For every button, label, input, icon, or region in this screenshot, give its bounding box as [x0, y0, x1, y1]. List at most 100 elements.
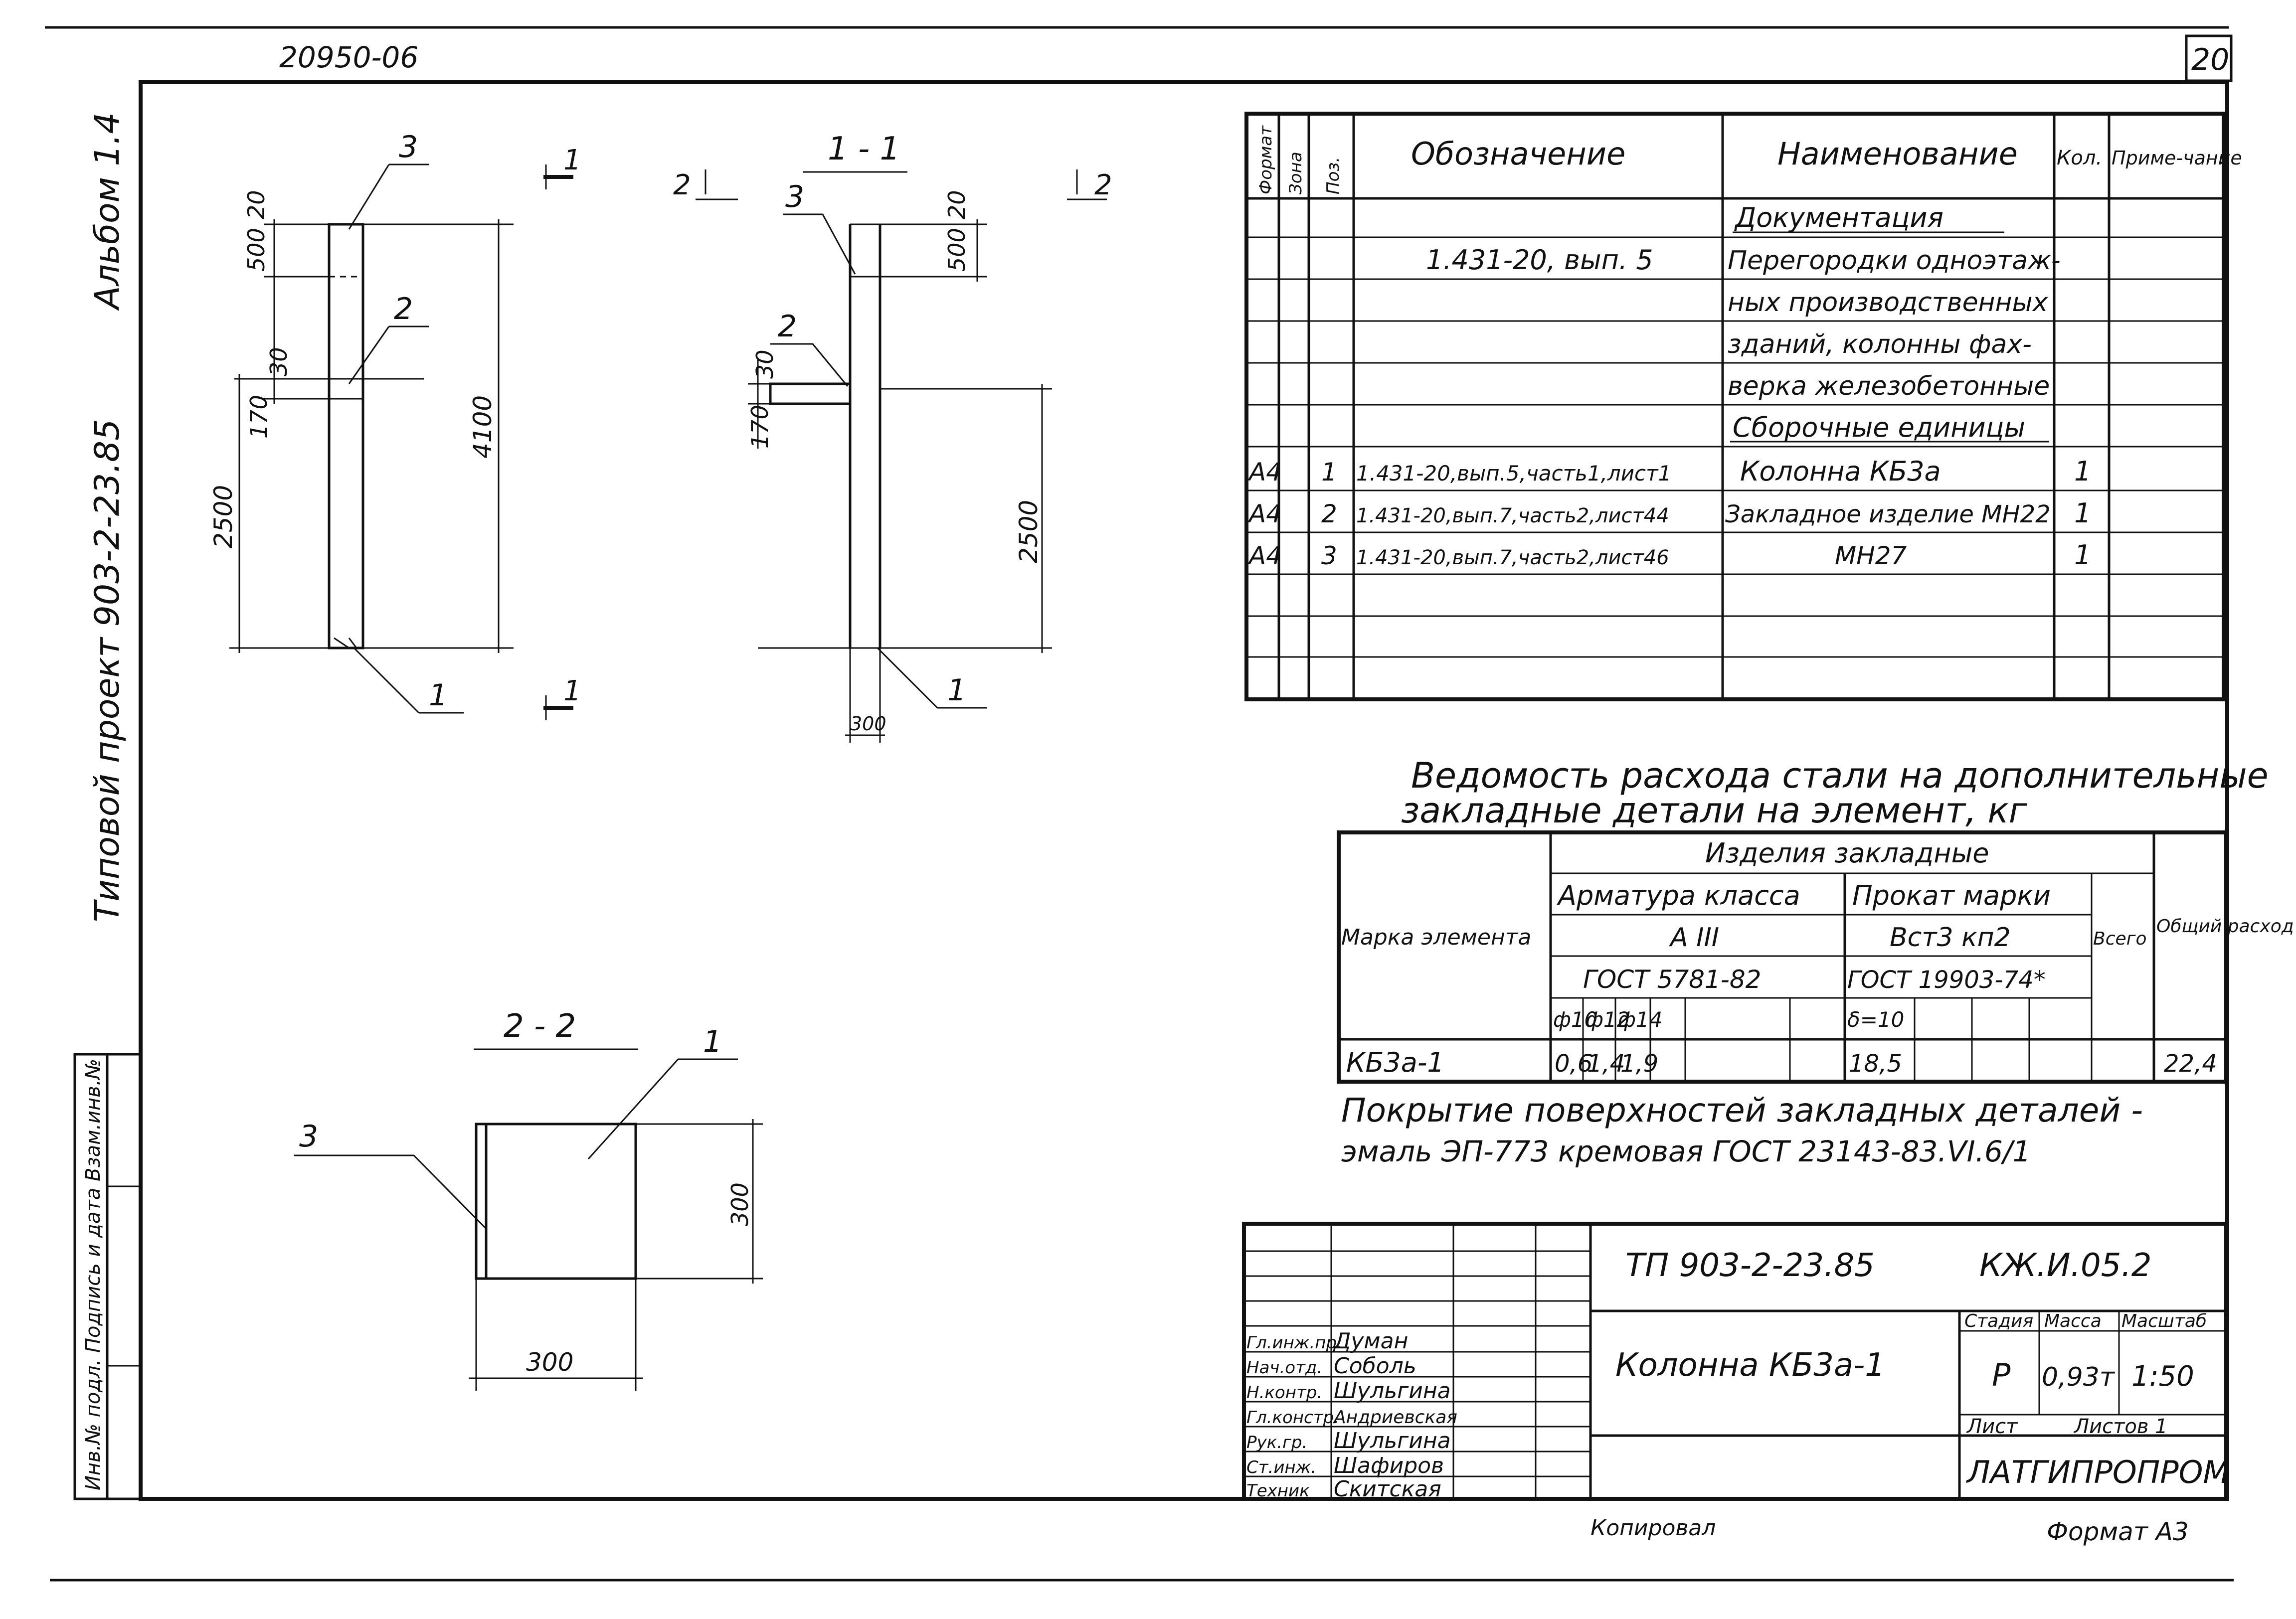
steel-value-total: 22,4: [2164, 1050, 2217, 1078]
staff-name: Шульгина: [1334, 1428, 1451, 1454]
title-mass-value: 0,93т: [2042, 1362, 2116, 1392]
title-sheet-code: КЖ.И.05.2: [1979, 1247, 2151, 1284]
spec-row-qty: 1: [2074, 497, 2091, 529]
steel-row-mark: КБ3а-1: [1346, 1047, 1444, 1078]
pos-2-label: 2: [394, 292, 413, 326]
spec-row-qty: 1: [2074, 456, 2091, 487]
title-scale-header: Масштаб: [2121, 1311, 2207, 1331]
pos-3-label: 3: [399, 130, 418, 164]
pos-1-label: 1: [703, 1024, 722, 1059]
staff-name: Шульгина: [1334, 1378, 1451, 1404]
dim-170: 170: [245, 395, 272, 439]
staff-role: Рук.гр.: [1246, 1433, 1307, 1453]
spec-row-pos: 2: [1321, 499, 1337, 528]
side-stamp-text: Инв.№ подл. Подпись и дата Взам.инв.№: [82, 1059, 105, 1490]
title-stage-value: Р: [1992, 1357, 2011, 1393]
dim-30: 30: [751, 349, 778, 379]
col-header-pos: Поз.: [1323, 157, 1343, 194]
section-mark-2-right: 2: [1094, 169, 1112, 201]
pos-3-label: 3: [299, 1119, 318, 1154]
col-header-qty: Кол.: [2057, 147, 2102, 169]
steel-prokat-header: Прокат марки: [1852, 880, 2051, 911]
steel-value-d10: 0,6: [1555, 1050, 1592, 1078]
steel-table: Ведомость расхода стали на дополнительны…: [1337, 755, 2294, 1084]
staff-name: Думан: [1333, 1328, 1408, 1354]
steel-class-a3: А III: [1669, 923, 1719, 953]
project-title: Типовой проект 903-2-23.85: [88, 419, 127, 922]
spec-row-qty: 1: [2074, 539, 2091, 571]
dim-300-horizontal: 300: [526, 1348, 573, 1377]
spec-row-format: А4: [1247, 541, 1282, 570]
steel-total-header: Всего: [2093, 929, 2147, 949]
spec-row-name: МН27: [1835, 541, 1907, 570]
spec-row-format: А4: [1247, 458, 1282, 486]
pos-2-label: 2: [778, 309, 797, 344]
section-1-1-title: 1 - 1: [828, 131, 900, 167]
dim-500: 500: [243, 228, 270, 272]
steel-value-s10: 18,5: [1849, 1050, 1902, 1078]
staff-role: Техник: [1246, 1481, 1310, 1501]
column-elevation: [328, 223, 364, 649]
steel-gost-5781: ГОСТ 5781-82: [1583, 965, 1761, 994]
staff-name: Скитская: [1334, 1476, 1441, 1502]
spec-row-designation: 1.431-20,вып.7,часть2,лист46: [1356, 546, 1669, 569]
spec-row-name: ных производственных: [1728, 288, 2049, 318]
section-2-2-title: 2 - 2: [504, 1008, 576, 1045]
section-mark-2-left: 2: [673, 169, 691, 201]
steel-dia-14: ф14: [1618, 1007, 1662, 1032]
staff-name: Андриевская: [1333, 1407, 1457, 1428]
spec-row-format: А4: [1247, 499, 1282, 528]
dim-300-vertical: 300: [726, 1182, 753, 1226]
section-mark-1-bottom: 1: [563, 675, 581, 707]
steel-title-line2: закладные детали на элемент, кг: [1401, 790, 2028, 831]
steel-overall-header: Общий расход: [2156, 916, 2294, 937]
spec-row-name: Колонна КБ3а: [1740, 456, 1941, 487]
specification-table: Формат Зона Поз. Обозначение Наименовани…: [1244, 112, 2242, 701]
dim-20: 20: [243, 190, 270, 219]
steel-col-marka: Марка элемента: [1341, 925, 1531, 950]
staff-role: Н.контр.: [1246, 1383, 1322, 1403]
col-header-name: Наименование: [1777, 136, 2018, 172]
dim-500: 500: [943, 228, 970, 272]
dim-4100: 4100: [468, 395, 497, 459]
spec-row-name: зданий, колонны фах-: [1728, 329, 2032, 359]
staff-role: Гл.констр.: [1246, 1408, 1339, 1428]
spec-row-name: Перегородки одноэтаж-: [1728, 246, 2061, 276]
spec-row-name: Документация: [1734, 202, 1943, 233]
steel-dia-10: ф10: [1553, 1007, 1597, 1032]
staff-role: Гл.инж.пр.: [1246, 1333, 1342, 1353]
spec-row-designation: 1.431-20, вып. 5: [1426, 244, 1653, 276]
steel-title-line1: Ведомость расхода стали на дополнительны…: [1411, 755, 2269, 796]
section-2-2-view: 2 - 2 300 300 1 3: [294, 1008, 763, 1391]
title-sheets-count: Листов 1: [2073, 1415, 2168, 1438]
title-organization: ЛАТГИПРОПРОМ: [1966, 1454, 2230, 1490]
col-header-format: Формат: [1256, 125, 1276, 194]
dim-30: 30: [265, 347, 292, 376]
staff-role: Ст.инж.: [1246, 1457, 1316, 1477]
steel-value-d12: 1,4: [1587, 1050, 1625, 1078]
steel-value-d14: 1,9: [1620, 1050, 1658, 1078]
album-title: Альбом 1.4: [88, 112, 127, 311]
title-block: Гл.инж.пр. Думан Нач.отд. Соболь Н.контр…: [1242, 1222, 2230, 1502]
copied-by-label: Копировал: [1590, 1515, 1716, 1541]
title-element-name: Колонна КБ3а-1: [1615, 1347, 1885, 1384]
spec-row-pos: 1: [1321, 458, 1337, 486]
steel-gost-19903: ГОСТ 19903-74*: [1847, 966, 2046, 994]
col-header-designation: Обозначение: [1411, 136, 1625, 172]
main-frame: [139, 80, 2229, 1501]
coating-note-line2: эмаль ЭП-773 кремовая ГОСТ 23143-83.VI.6…: [1341, 1134, 2031, 1168]
dim-2500: 2500: [209, 485, 238, 548]
sheet-number: 20: [2191, 42, 2229, 77]
format-label: Формат А3: [2047, 1517, 2189, 1546]
coating-note-line1: Покрытие поверхностей закладных деталей …: [1341, 1091, 2143, 1130]
spec-row-name: Сборочные единицы: [1733, 412, 2025, 443]
title-mass-header: Масса: [2044, 1311, 2102, 1331]
spec-row-designation: 1.431-20,вып.7,часть2,лист44: [1356, 504, 1669, 527]
spec-row-name: Закладное изделие МН22: [1725, 500, 2051, 528]
staff-name: Шафиров: [1334, 1453, 1444, 1478]
section-1-1-view: 1 - 1 500 20 30 170 2500 300 3 2: [673, 131, 1112, 743]
dim-2500: 2500: [1014, 500, 1043, 563]
staff-role: Нач.отд.: [1246, 1358, 1322, 1378]
spec-row-pos: 3: [1321, 541, 1337, 570]
